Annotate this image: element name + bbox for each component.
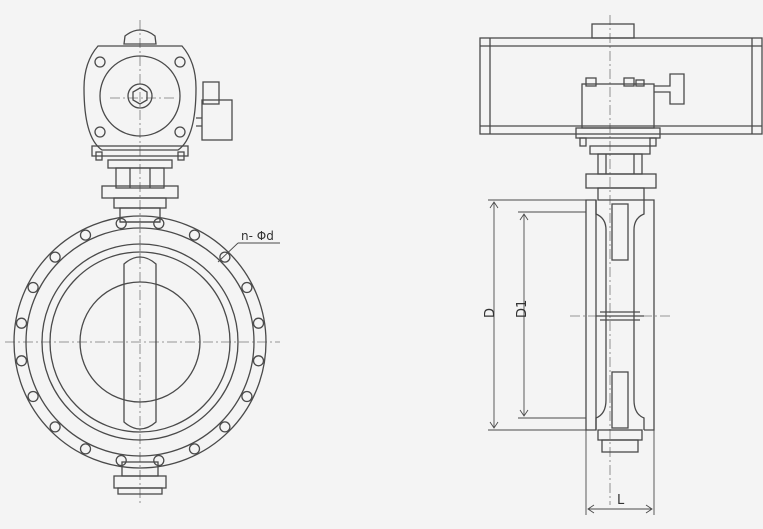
front-view: [5, 20, 280, 505]
flange-outer: [13, 215, 267, 469]
bolt-hole: [49, 251, 61, 263]
bolt-hole: [49, 421, 61, 433]
bolt-hole: [252, 317, 265, 329]
bolt-hole-leader: [217, 242, 280, 263]
bolt-hole: [27, 281, 39, 294]
solenoid-block: [575, 73, 685, 147]
front-centerlines: [5, 20, 280, 505]
dimension-L-label: L: [617, 493, 625, 508]
dimension-D-label: D: [483, 308, 498, 318]
bolt-hole: [115, 454, 127, 467]
housing-bolt-icon: [94, 126, 106, 138]
bolt-hole: [219, 421, 231, 433]
bolt-hole: [219, 251, 231, 263]
bolt-hole: [153, 217, 165, 230]
dimension-lines: [488, 199, 655, 515]
bolt-hole: [153, 454, 165, 467]
bolt-hole: [252, 355, 265, 367]
bore: [49, 251, 231, 433]
bolt-hole: [27, 390, 39, 403]
disc-hub: [79, 281, 201, 403]
bottom-boss: [113, 461, 167, 495]
side-yoke: [585, 145, 657, 201]
bolt-hole: [188, 443, 201, 455]
lower-stem: [611, 371, 629, 429]
bolt-hole: [241, 281, 253, 294]
side-body: [585, 199, 655, 453]
bolt-hole: [15, 317, 28, 329]
housing-bolt-icon: [94, 56, 106, 68]
bolt-hole: [115, 217, 127, 230]
bolt-holes: [15, 217, 265, 467]
bolt-hole: [15, 355, 28, 367]
stem: [120, 221, 160, 430]
bolt-hole: [79, 229, 92, 241]
side-view: [479, 15, 763, 515]
bolt-hole: [79, 443, 92, 455]
gearbox: [83, 29, 233, 161]
actuator-cylinder: [479, 23, 763, 135]
switch-box: [202, 81, 220, 105]
bolt-holes-label: n- Φd: [241, 229, 274, 243]
housing-bolt-icon: [174, 126, 186, 138]
dimension-D1-label: D1: [515, 300, 530, 318]
housing-bolt-icon: [174, 56, 186, 68]
upper-stem: [611, 203, 629, 261]
handwheel-circle: [99, 55, 181, 137]
bolt-hole: [188, 229, 201, 241]
yoke: [101, 159, 179, 223]
bolt-hole: [241, 390, 253, 403]
